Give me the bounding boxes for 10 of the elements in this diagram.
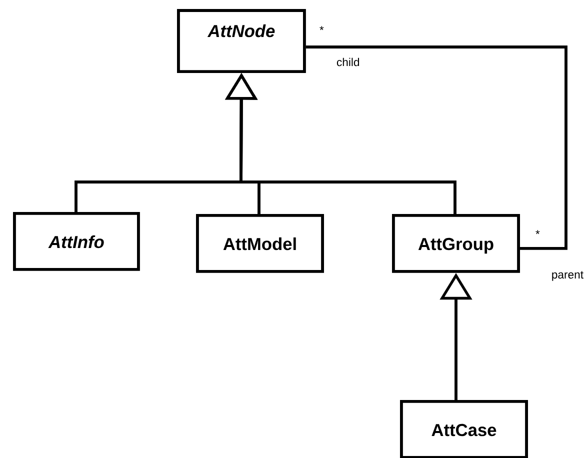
class-box: AttInfo <box>13 212 140 271</box>
class-box: AttCase <box>400 400 528 458</box>
class-box: AttNode <box>177 9 306 73</box>
class-box: AttGroup <box>392 214 520 273</box>
multiplicity-label: parent <box>552 271 584 281</box>
class-box: AttModel <box>196 214 324 273</box>
association-line <box>306 46 568 250</box>
multiplicity-label: * <box>536 230 540 234</box>
multiplicity-label: child <box>336 58 360 66</box>
multiplicity-label: * <box>320 26 324 30</box>
